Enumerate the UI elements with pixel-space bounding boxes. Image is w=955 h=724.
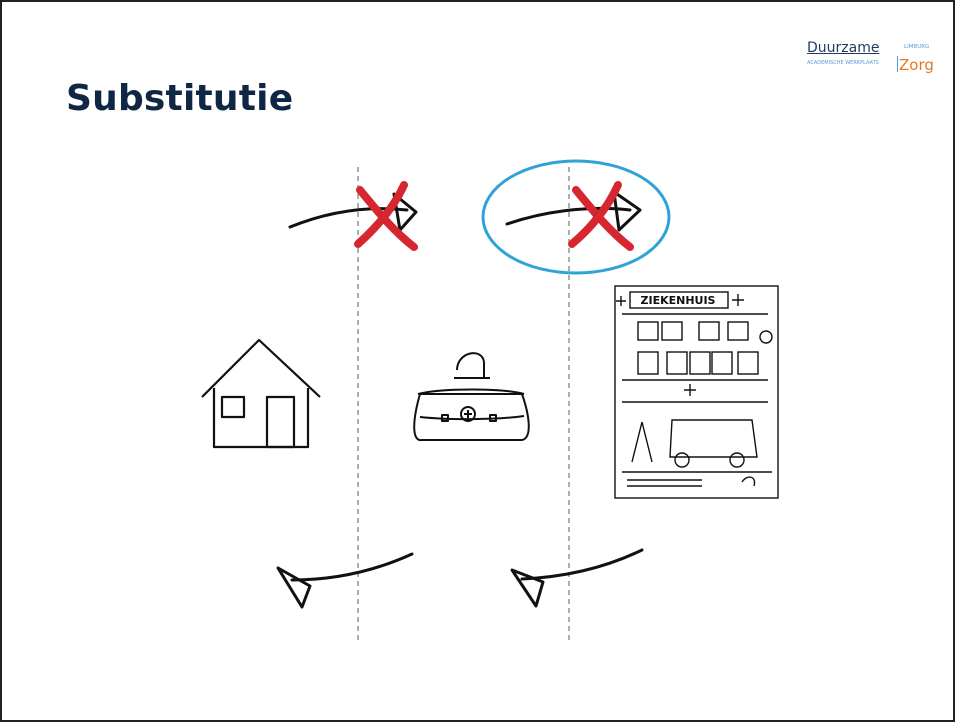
bottom-left-arrow xyxy=(276,552,414,609)
hospital-icon xyxy=(614,285,779,499)
duurzame-zorg-logo: Duurzame LIMBURG ACADEMISCHE WERKPLAATS … xyxy=(807,40,934,80)
red-cross-left xyxy=(354,181,418,251)
logo-main-text: Duurzame xyxy=(807,40,880,56)
logo-accent-text: Zorg xyxy=(899,56,934,74)
slide-title: Substitutie xyxy=(66,78,294,119)
doctor-bag-icon xyxy=(413,352,530,442)
highlight-circle xyxy=(481,159,671,275)
logo-divider xyxy=(897,56,898,72)
red-cross-right xyxy=(568,181,634,251)
house-icon xyxy=(201,338,321,449)
hospital-sign-text: ZIEKENHUIS xyxy=(641,294,716,307)
top-right-arrow xyxy=(505,190,642,232)
logo-region-text: LIMBURG xyxy=(904,44,930,50)
logo-subtitle-text: ACADEMISCHE WERKPLAATS xyxy=(807,60,879,66)
bottom-right-arrow xyxy=(510,548,644,608)
